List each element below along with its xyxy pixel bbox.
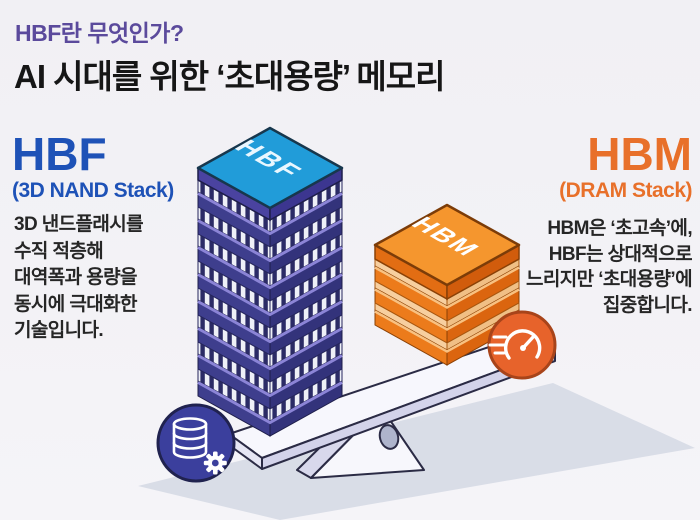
hbm-stack: HBM	[373, 203, 521, 367]
hbm-desc-line: 느리지만 ‘초대용량’에	[526, 269, 693, 290]
hbf-acronym: HBF	[12, 128, 107, 180]
hbf-cap-top	[196, 126, 344, 210]
hbf-stack: HBF	[196, 126, 344, 438]
hbf-desc-line: 동시에 극대화한	[14, 293, 137, 315]
gear-icon	[203, 451, 227, 475]
hbf-desc-line: 3D 낸드플래시를	[14, 214, 144, 235]
fulcrum-hole	[378, 424, 400, 450]
hbm-desc-line: 집중합니다.	[602, 294, 693, 316]
hbm-subtitle: (DRAM Stack)	[559, 179, 692, 203]
eyebrow-question: HBF란 무엇인가?	[15, 20, 184, 46]
hbf-heading: HBF (3D NAND Stack)	[12, 130, 174, 203]
hbm-heading: HBM (DRAM Stack)	[559, 130, 692, 203]
hbf-description: 3D 낸드플래시를 수직 적층해 대역폭과 용량을 동시에 극대화한 기술입니다…	[14, 212, 144, 345]
hbf-subtitle: (3D NAND Stack)	[12, 179, 174, 203]
page-title: AI 시대를 위한 ‘초대용량’ 메모리	[14, 58, 446, 95]
hbf-desc-line: 기술입니다.	[14, 320, 104, 341]
hbm-desc-line: HBM은 ‘초고속’에,	[547, 218, 692, 239]
speedometer-icon	[487, 310, 557, 380]
hbf-desc-line: 대역폭과 용량을	[14, 267, 137, 288]
hbm-desc-line: HBF는 상대적으로	[548, 243, 693, 265]
hbm-acronym: HBM	[587, 128, 692, 180]
hbm-cap-top	[373, 203, 521, 287]
database-gear-icon	[156, 403, 236, 483]
hbm-description: HBM은 ‘초고속’에, HBF는 상대적으로 느리지만 ‘초대용량’에 집중합…	[526, 216, 693, 318]
hbf-desc-line: 수직 적층해	[14, 240, 104, 262]
ground-shadow	[138, 383, 695, 520]
